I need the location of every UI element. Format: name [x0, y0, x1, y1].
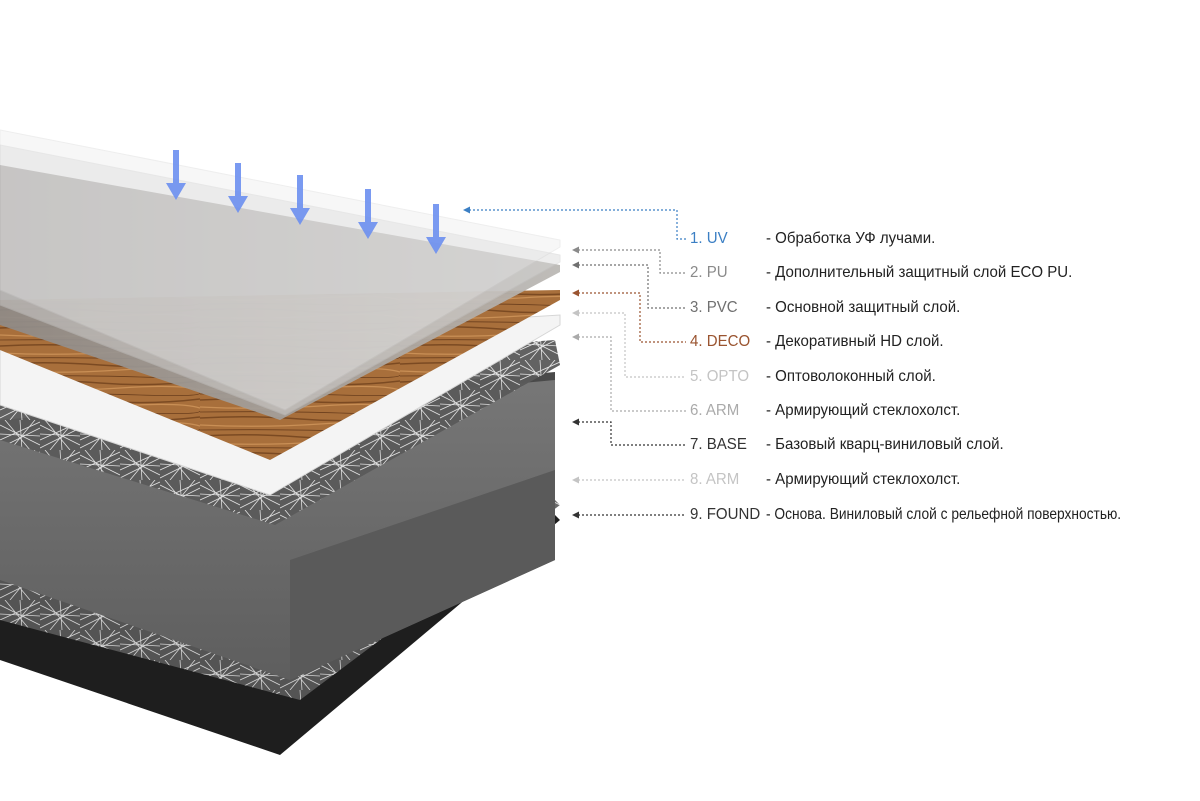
layer-code-uv: 1. UV	[690, 230, 728, 247]
layer-desc-found: - Основа. Виниловый слой с рельефной пов…	[766, 506, 1122, 523]
layer-desc-opto: - Оптоволоконный слой.	[766, 368, 936, 385]
leader-arrowhead-icon	[463, 206, 470, 214]
pvc-layer	[0, 165, 560, 420]
uv-arrow-icon	[290, 175, 310, 225]
leader-arrowhead-icon	[572, 333, 579, 341]
layer-desc-arm-upper: - Армирующий стеклохолст.	[766, 402, 961, 419]
leader-arrowhead-icon	[572, 309, 579, 317]
uv-arrows-group	[166, 150, 446, 254]
layer-desc-uv: - Обработка УФ лучами.	[766, 230, 936, 247]
layer-code-pu: 2. PU	[690, 264, 728, 281]
layer-code-found: 9. FOUND	[690, 506, 761, 523]
leader-lines-group	[463, 206, 686, 519]
layer-code-deco: 4. DECO	[690, 333, 751, 350]
layer-code-base: 7. BASE	[690, 436, 747, 453]
layer-desc-pvc: - Основной защитный слой.	[766, 299, 961, 316]
leader-line	[578, 336, 686, 412]
leader-arrowhead-icon	[572, 289, 579, 297]
leader-line	[578, 249, 686, 274]
leader-arrowhead-icon	[572, 476, 579, 484]
layer-code-arm-upper: 6. ARM	[690, 402, 740, 419]
uv-layer	[0, 129, 561, 411]
leader-line	[578, 292, 686, 343]
layer-desc-base: - Базовый кварц-виниловый слой.	[766, 436, 1004, 453]
uv-arrow-icon	[358, 189, 378, 239]
leader-arrowhead-icon	[572, 246, 579, 254]
layer-desc-deco: - Декоративный HD слой.	[766, 333, 944, 350]
layer-desc-pu: - Дополнительный защитный слой ECO PU.	[766, 264, 1073, 281]
uv-arrow-icon	[228, 163, 248, 213]
leader-line	[578, 264, 686, 309]
leader-line	[469, 209, 686, 240]
layer-desc-arm-lower: - Армирующий стеклохолст.	[766, 471, 961, 488]
pu-layer	[0, 144, 561, 416]
leader-arrowhead-icon	[572, 511, 579, 519]
layer-code-opto: 5. OPTO	[690, 368, 750, 385]
uv-arrow-icon	[166, 150, 186, 200]
leader-arrowhead-icon	[572, 418, 579, 426]
layer-code-arm-lower: 8. ARM	[690, 471, 740, 488]
uv-arrow-icon	[426, 204, 446, 254]
leader-line	[578, 421, 686, 446]
layer-code-pvc: 3. PVC	[690, 299, 738, 316]
leader-arrowhead-icon	[572, 261, 579, 269]
leader-line	[578, 312, 686, 378]
